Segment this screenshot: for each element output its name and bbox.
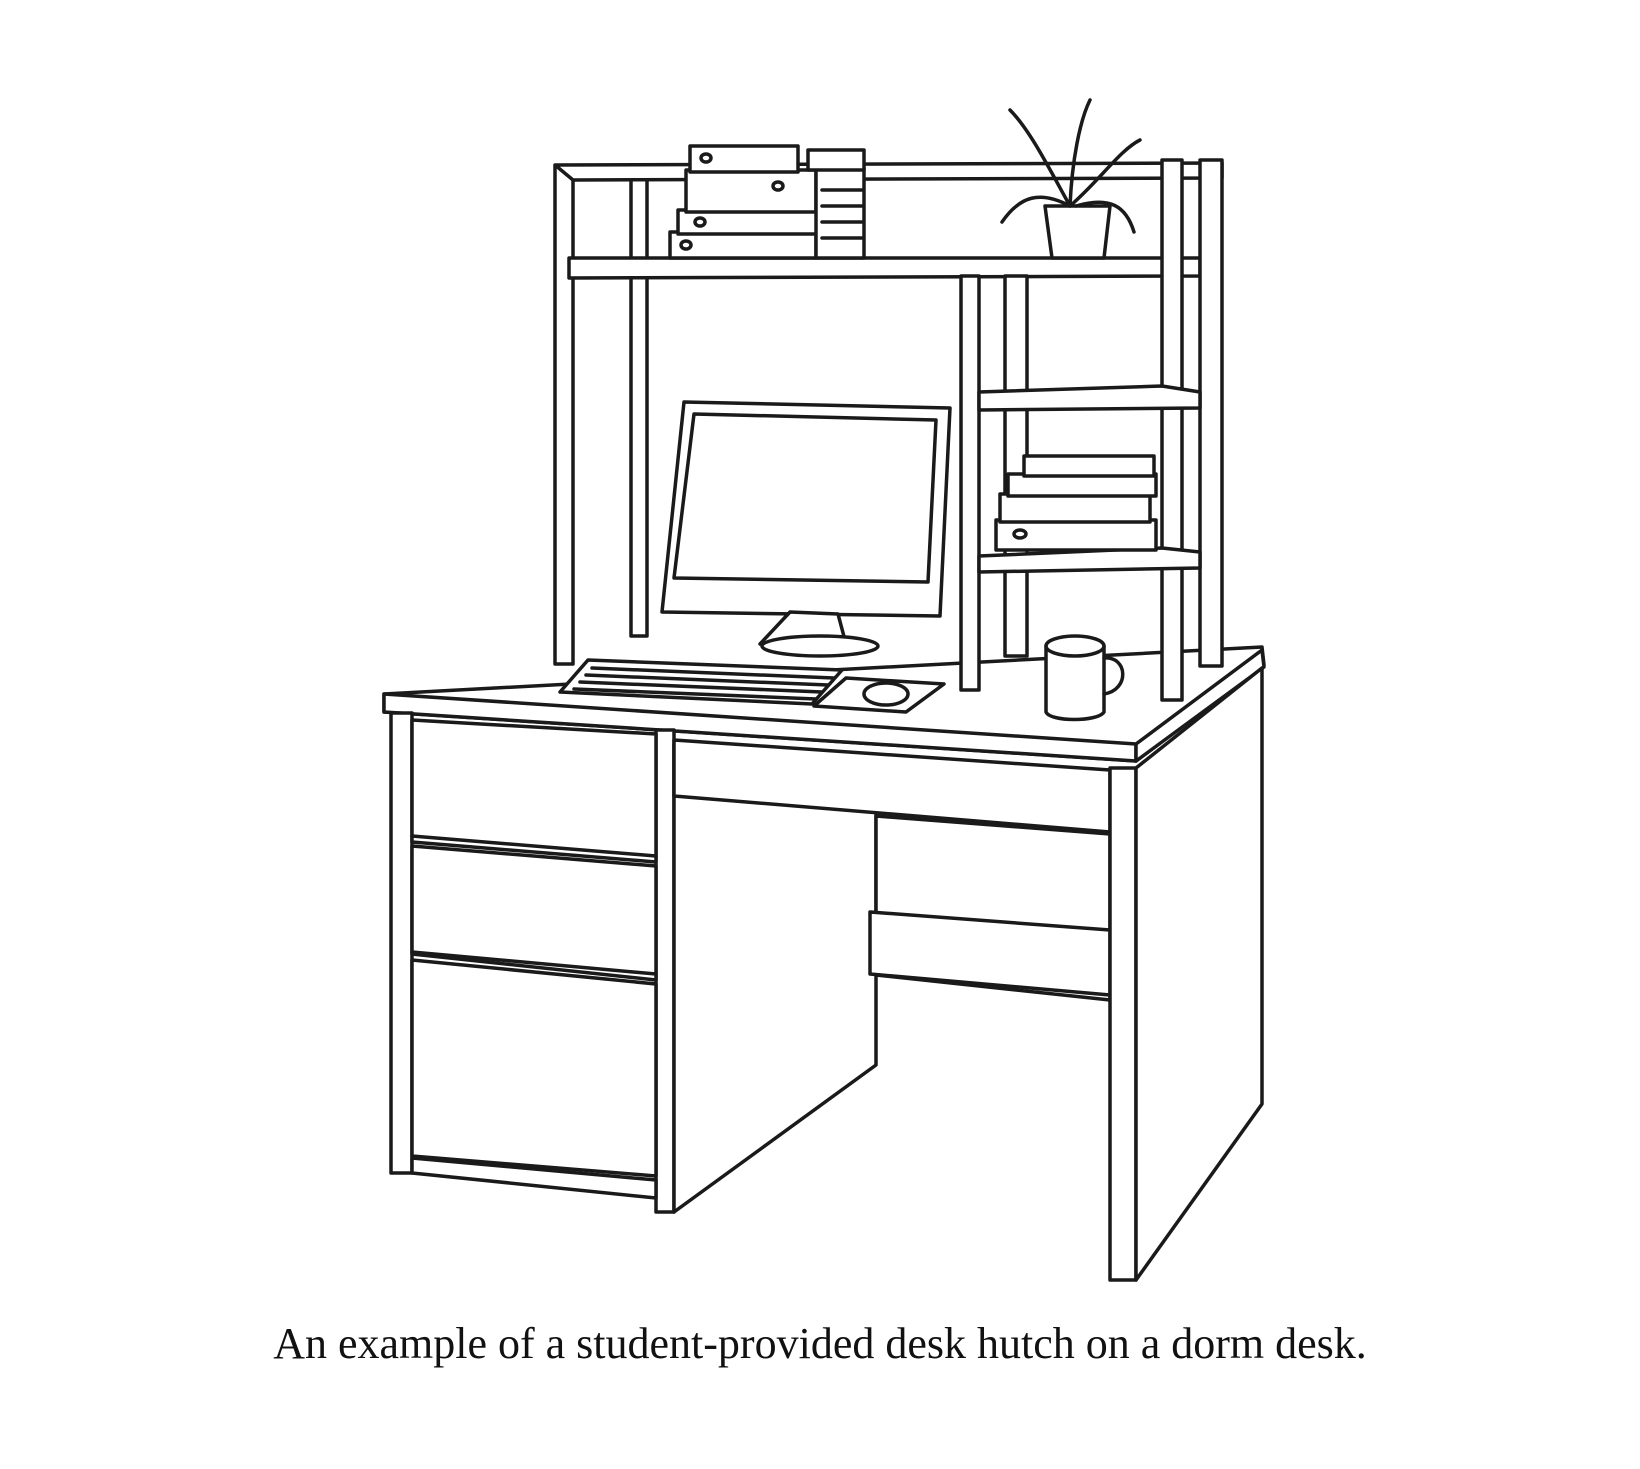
monitor — [660, 400, 952, 658]
hutch-center-post-front — [959, 274, 981, 692]
mug-handle — [1102, 656, 1125, 696]
book — [998, 492, 1152, 524]
top-shelf-books — [668, 144, 866, 260]
right-leg-front — [1108, 766, 1138, 1282]
potted-plant — [1000, 98, 1142, 260]
book — [684, 168, 818, 214]
desk-hutch-illustration — [382, 98, 1266, 1282]
mug-rim — [1044, 634, 1106, 658]
right-side-panel — [1134, 666, 1264, 1282]
hutch-right-front-post — [1160, 158, 1184, 702]
plant-leaf — [1000, 98, 1142, 234]
hutch-top-rail — [553, 161, 1224, 182]
drawer-top — [410, 718, 658, 864]
drawer-middle — [410, 844, 658, 982]
center-side-panel — [672, 743, 878, 1214]
book — [806, 148, 866, 172]
hutch-top-shelf — [567, 256, 1202, 280]
computer-mouse — [862, 681, 910, 707]
mug-body — [1044, 644, 1106, 722]
desk-top-side-edge — [1134, 648, 1266, 763]
book — [668, 230, 818, 260]
left-pedestal-panel — [654, 728, 676, 1214]
desk — [382, 645, 1266, 1282]
hutch-left-back-post — [629, 176, 649, 638]
hutch-left-front-post — [553, 164, 575, 666]
left-pedestal-front — [389, 711, 414, 1175]
drawer-bottom — [410, 958, 658, 1178]
plant-pot — [1043, 204, 1112, 260]
left-pedestal-back-panel — [410, 1156, 658, 1200]
book — [1022, 454, 1156, 478]
hutch-side-shelf-upper — [977, 384, 1202, 412]
hutch-right-back-post — [1198, 158, 1224, 668]
book-stack-right — [814, 166, 866, 260]
keyboard — [558, 658, 844, 706]
desk-hutch — [553, 158, 1224, 702]
coffee-mug — [1044, 634, 1125, 722]
figure-caption: An example of a student-provided desk hu… — [273, 1319, 1367, 1368]
monitor-screen — [672, 412, 938, 584]
mouse-and-pad — [812, 676, 946, 714]
side-shelf-books — [994, 454, 1158, 552]
monitor-base — [760, 634, 880, 658]
